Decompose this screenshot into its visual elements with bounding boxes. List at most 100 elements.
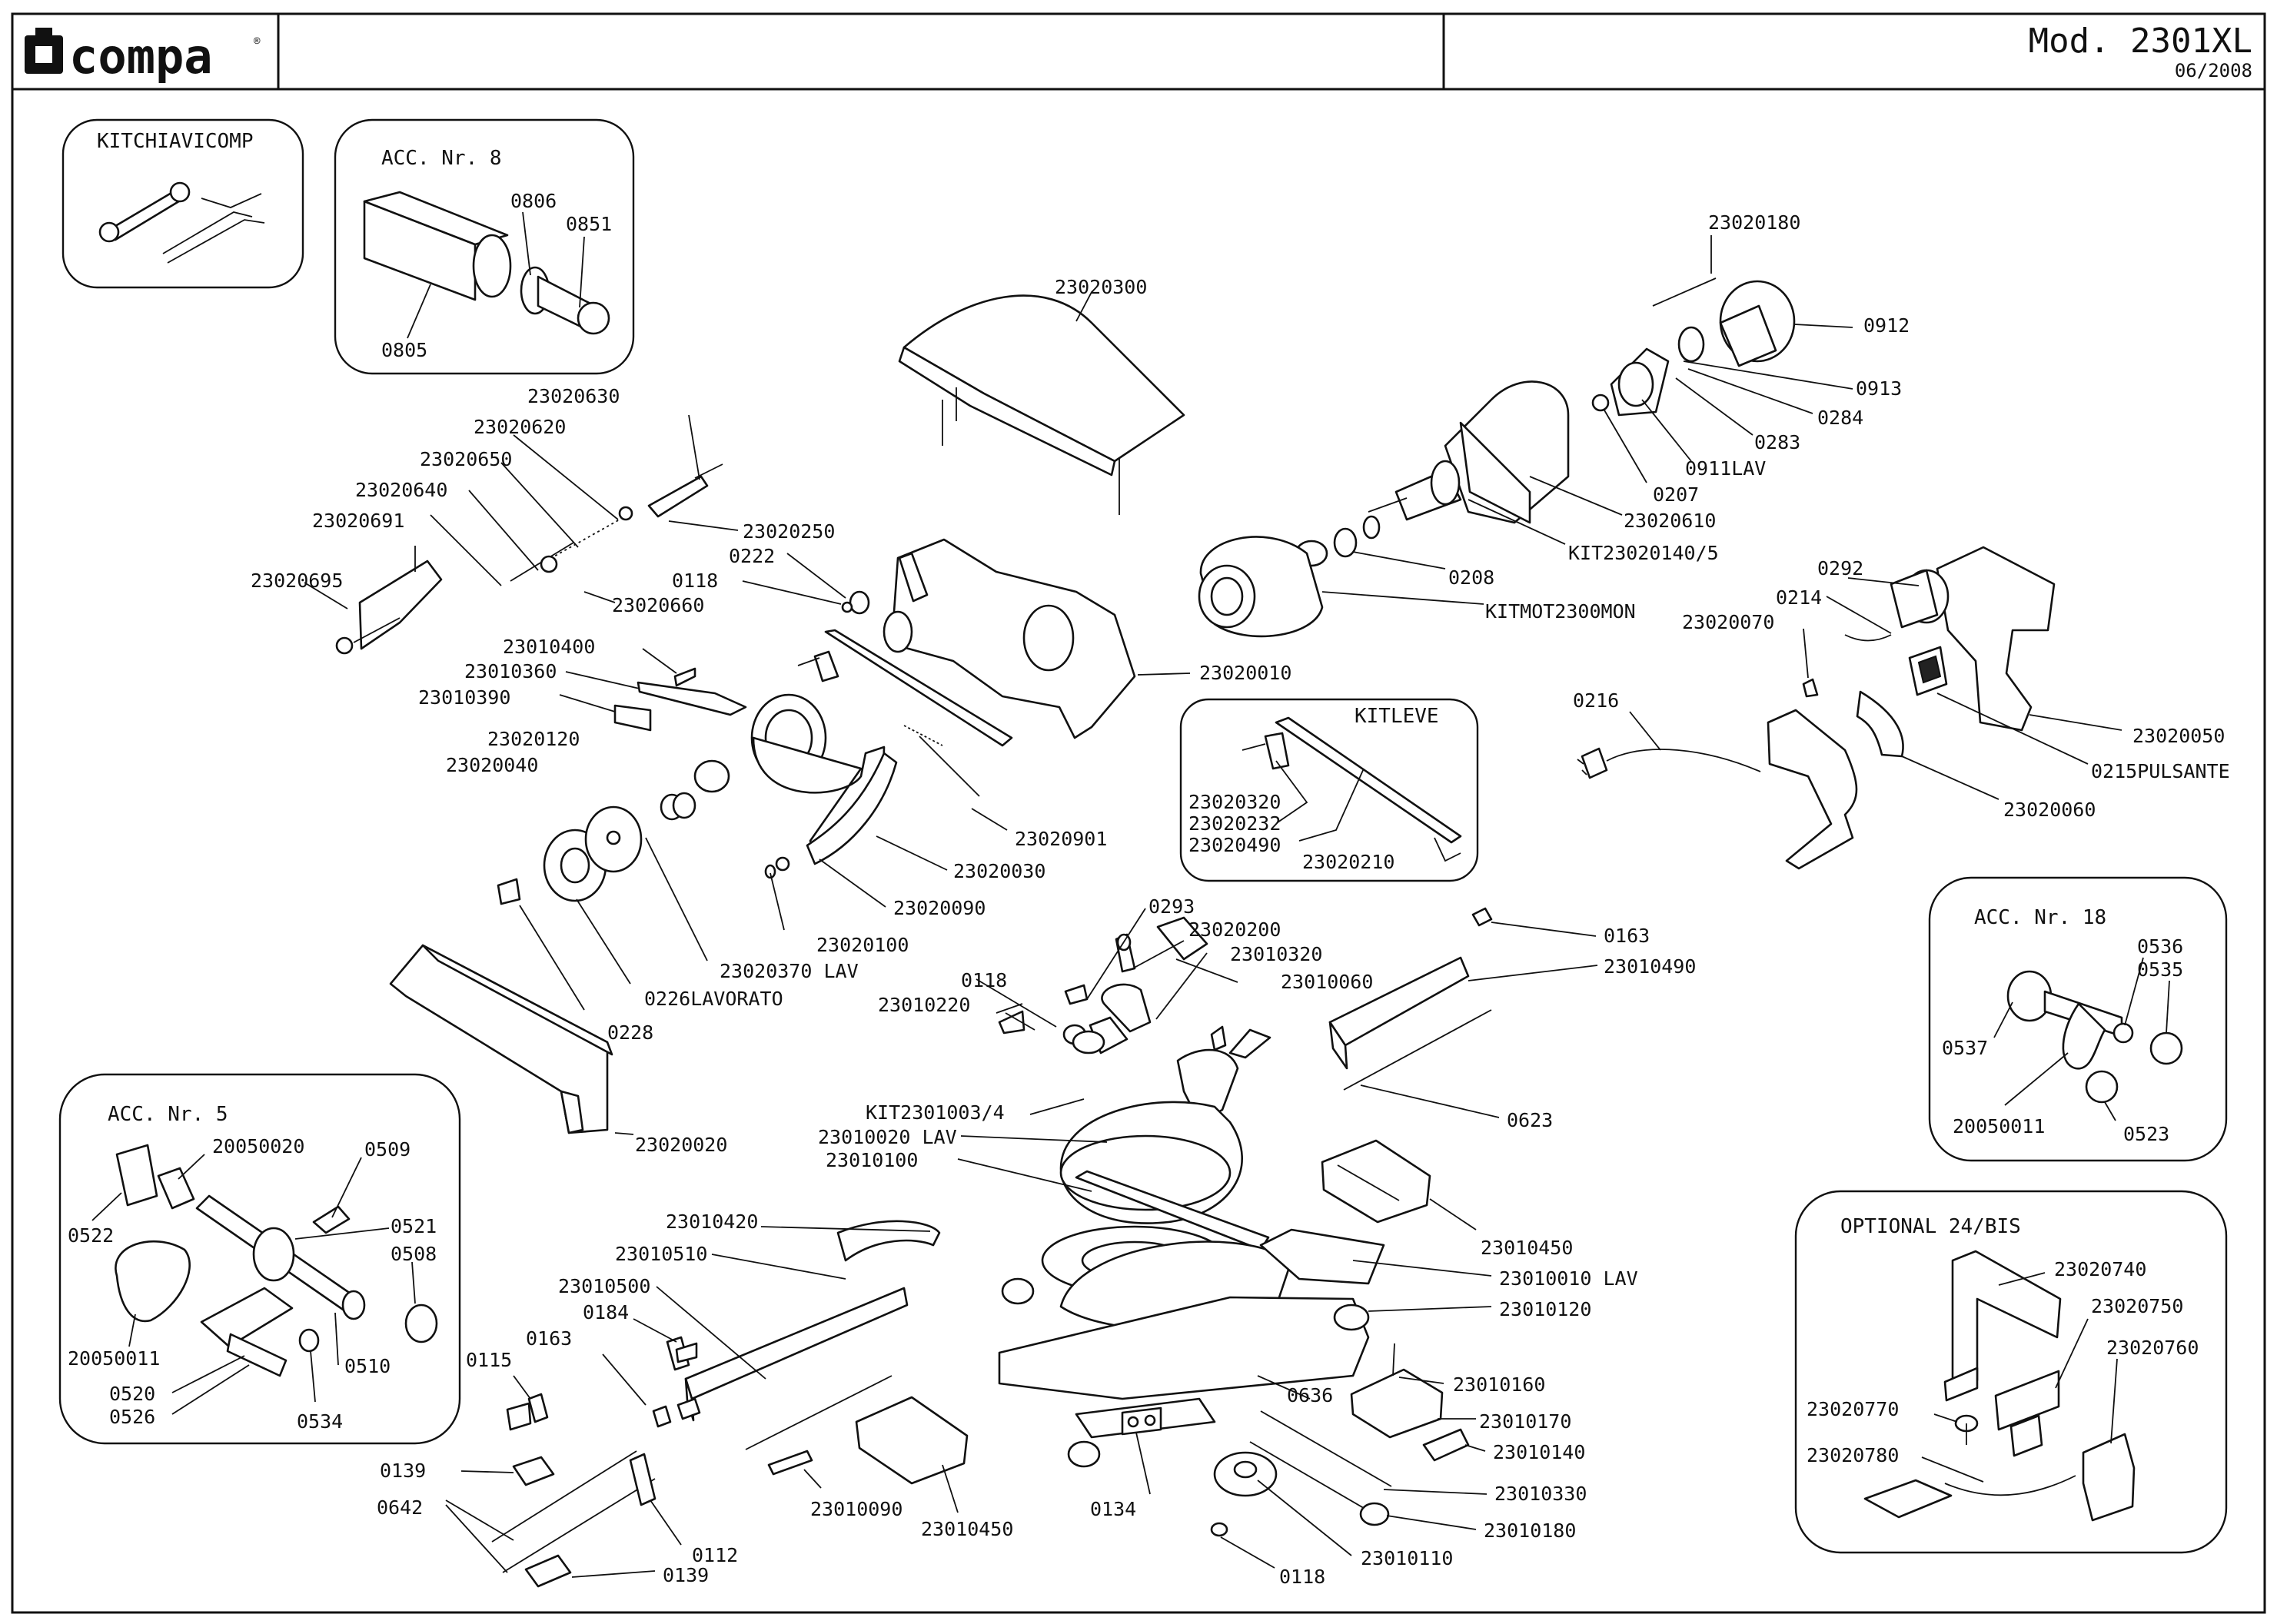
- part-label: 23010090: [810, 1498, 902, 1520]
- svg-text:0520: 0520: [109, 1383, 155, 1405]
- part-labels: 23020180 0912 0913 0284 0283 0911LAV 020…: [251, 211, 2230, 1588]
- svg-text:ACC. Nr. 8: ACC. Nr. 8: [381, 147, 502, 170]
- part-label: KIT23020140/5: [1568, 542, 1719, 564]
- inset-acc-nr-8: ACC. Nr. 8 0806 0851 0805: [334, 118, 635, 375]
- clamp-23010160: [1350, 1343, 1470, 1462]
- part-label: 23020050: [2132, 725, 2225, 747]
- part-label: 0226LAVORATO: [644, 988, 783, 1010]
- lever-spring-group: [335, 463, 870, 655]
- part-label: 0207: [1653, 483, 1699, 506]
- svg-text:OPTIONAL 24/BIS: OPTIONAL 24/BIS: [1840, 1215, 2021, 1238]
- svg-text:23020210: 23020210: [1302, 851, 1394, 873]
- svg-text:23020320: 23020320: [1188, 791, 1281, 813]
- part-label: 0139: [380, 1460, 426, 1482]
- part-label: 0292: [1817, 557, 1863, 580]
- svg-text:0536: 0536: [2137, 935, 2183, 958]
- part-label: 0118: [961, 969, 1007, 991]
- main-exploded-view: 23020180 0912 0913 0284 0283 0911LAV 020…: [251, 211, 2230, 1588]
- part-label: 0222: [729, 545, 775, 567]
- part-label: 0139: [663, 1564, 709, 1586]
- svg-text:0510: 0510: [344, 1355, 391, 1377]
- part-label: 23010220: [878, 994, 970, 1016]
- part-label: 23020610: [1624, 510, 1716, 532]
- turntable-base-group: [996, 916, 1385, 1468]
- part-label: 23020901: [1015, 828, 1107, 850]
- svg-text:0509: 0509: [364, 1138, 411, 1161]
- power-cord-0216: [1577, 747, 1761, 779]
- lower-guard-group: [497, 667, 898, 905]
- upper-guard-23020300: [898, 294, 1185, 515]
- svg-text:23020780: 23020780: [1807, 1444, 1899, 1466]
- part-label: 23020620: [474, 416, 566, 438]
- part-label: 0911LAV: [1685, 457, 1766, 480]
- part-label: 23010490: [1604, 955, 1696, 978]
- svg-text:20050011: 20050011: [68, 1347, 160, 1370]
- svg-text:0523: 0523: [2123, 1123, 2169, 1145]
- svg-text:0805: 0805: [381, 339, 427, 361]
- wrench-icon: [98, 181, 191, 243]
- part-label: 0623: [1507, 1109, 1553, 1131]
- part-label: 23010450: [921, 1518, 1013, 1540]
- part-label: 23010330: [1494, 1483, 1587, 1505]
- fence-23010490: [1328, 907, 1493, 1091]
- svg-text:0537: 0537: [1942, 1037, 1988, 1059]
- part-label: 23010120: [1499, 1298, 1591, 1320]
- part-label: KIT2301003/4: [866, 1101, 1005, 1124]
- part-label: 23020660: [612, 594, 704, 616]
- scale-block-23010450: [1321, 1139, 1431, 1224]
- part-label: 23020100: [816, 934, 909, 956]
- part-label: 0283: [1754, 431, 1800, 453]
- part-label: 23010180: [1484, 1519, 1576, 1542]
- svg-text:compa: compa: [69, 28, 213, 85]
- part-label: 0636: [1287, 1384, 1333, 1406]
- part-label: 23010020 LAV: [818, 1126, 957, 1148]
- revision-date: 06/2008: [2175, 60, 2252, 81]
- part-label: 23020070: [1682, 611, 1774, 633]
- part-label: 0163: [1604, 925, 1650, 947]
- part-label: 0208: [1448, 566, 1494, 589]
- svg-text:0535: 0535: [2137, 958, 2183, 981]
- part-label: 23020630: [527, 385, 620, 407]
- svg-text:23020232: 23020232: [1188, 812, 1281, 835]
- part-label: 23010110: [1361, 1547, 1453, 1569]
- part-label: 23010140: [1493, 1441, 1585, 1463]
- part-label: 0293: [1148, 895, 1195, 918]
- part-label: 23010360: [464, 660, 557, 682]
- part-label: 23020640: [355, 479, 447, 501]
- svg-text:KITLEVE: KITLEVE: [1355, 705, 1439, 728]
- part-label: 23010450: [1481, 1237, 1573, 1259]
- part-label: 0134: [1090, 1498, 1136, 1520]
- svg-text:20050011: 20050011: [1953, 1115, 2045, 1137]
- part-label: 0228: [607, 1021, 653, 1044]
- part-label: 0184: [583, 1301, 629, 1323]
- part-label: 23020695: [251, 570, 343, 592]
- inset-acc-nr-5: ACC. Nr. 5 20050020 0509 0522 0521 0508 …: [58, 1073, 461, 1445]
- inset-optional-24-bis: OPTIONAL 24/BIS 23020740 23020750 230207…: [1794, 1190, 2228, 1554]
- svg-text:23020760: 23020760: [2106, 1337, 2199, 1359]
- part-label: 23020180: [1708, 211, 1800, 234]
- svg-text:0522: 0522: [68, 1224, 114, 1247]
- part-label: 0913: [1856, 377, 1902, 400]
- svg-text:0521: 0521: [391, 1215, 437, 1237]
- svg-text:0806: 0806: [510, 190, 557, 212]
- part-label: 23010510: [615, 1243, 707, 1265]
- part-label: 0115: [466, 1349, 512, 1371]
- svg-text:ACC. Nr. 5: ACC. Nr. 5: [108, 1103, 228, 1126]
- svg-text:0526: 0526: [109, 1406, 155, 1428]
- part-label: 23020200: [1188, 918, 1281, 941]
- svg-text:0508: 0508: [391, 1243, 437, 1265]
- part-label: 23020250: [743, 520, 835, 543]
- part-label: 0284: [1817, 407, 1863, 429]
- part-label: 23020090: [893, 897, 986, 919]
- part-label: 0118: [1279, 1566, 1325, 1588]
- part-label: 0214: [1776, 586, 1822, 609]
- hex-key-icon: [162, 193, 265, 264]
- inset-kitchiavicomp: KITCHIAVICOMP: [61, 118, 304, 289]
- rods-group: [491, 1397, 1392, 1588]
- part-label: 0118: [672, 570, 718, 592]
- part-label: 23010390: [418, 686, 510, 709]
- part-label: 23020370 LAV: [720, 960, 859, 982]
- part-label: 0216: [1573, 689, 1619, 712]
- svg-text:23020740: 23020740: [2054, 1258, 2146, 1280]
